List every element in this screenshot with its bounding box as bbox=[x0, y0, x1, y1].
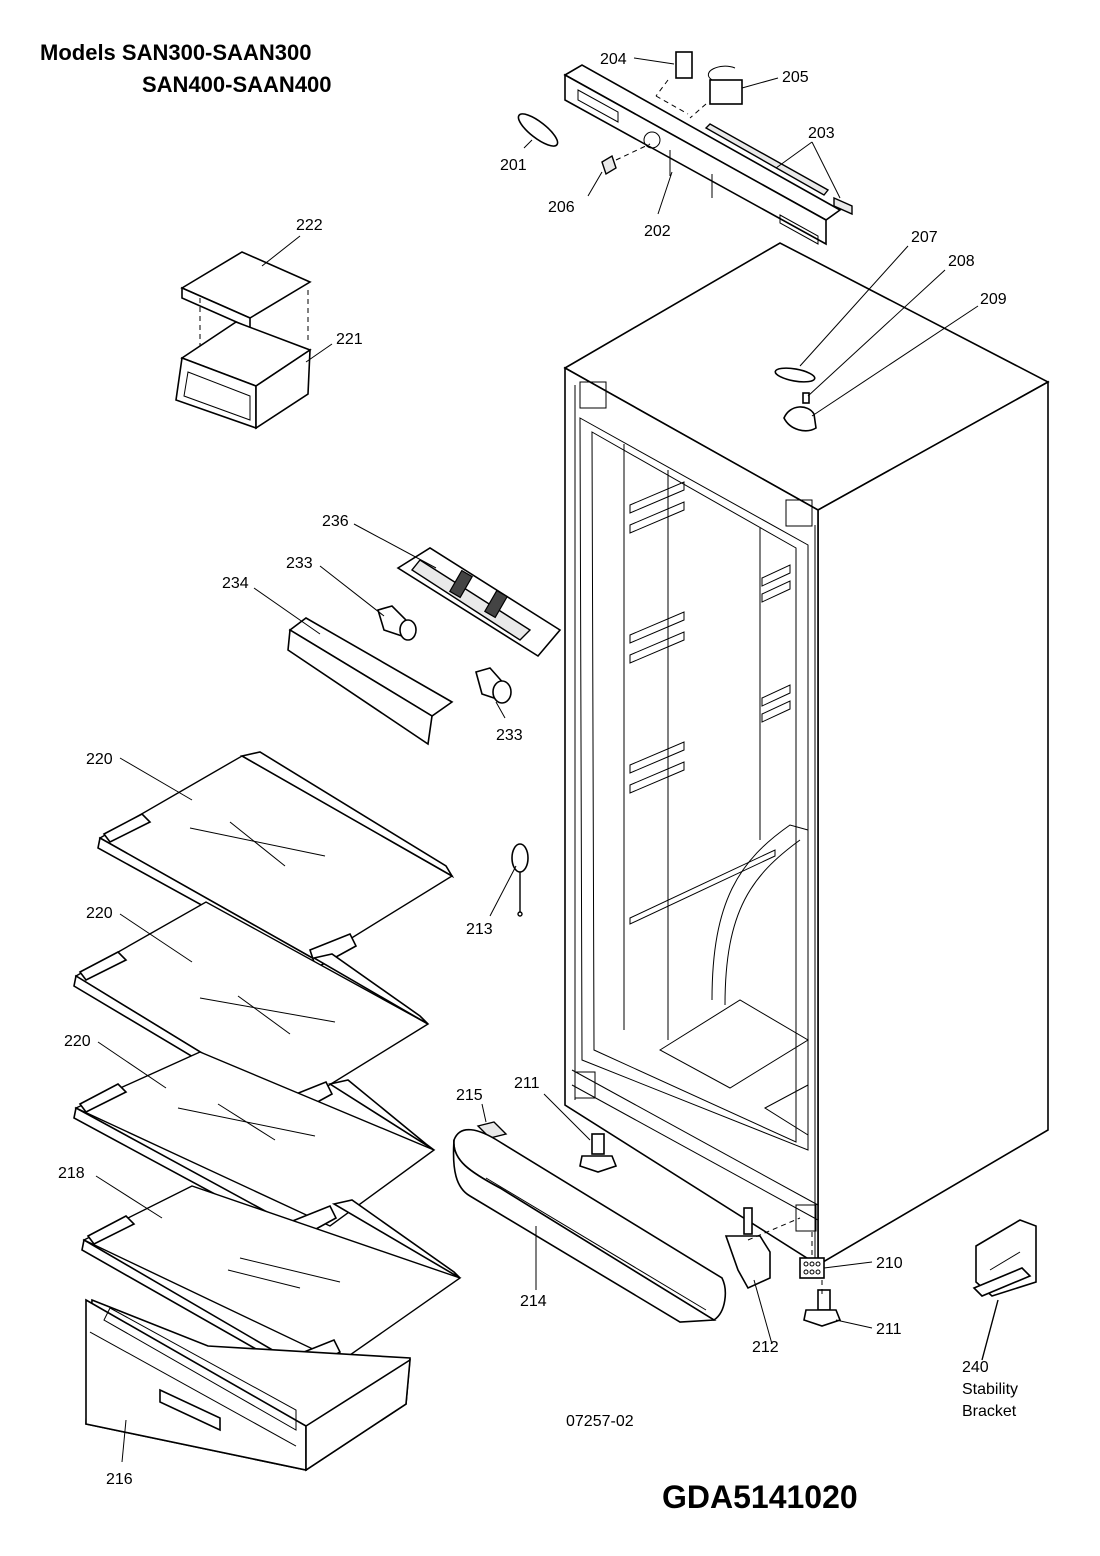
models-title-line2: SAN400-SAAN400 bbox=[142, 72, 332, 97]
part-207-plug bbox=[774, 367, 816, 383]
part-216-crisper-drawer bbox=[85, 1298, 411, 1472]
part-222-freezer-lid bbox=[180, 251, 312, 330]
callout-204: 204 bbox=[600, 51, 627, 68]
callout-210: 210 bbox=[876, 1255, 903, 1272]
part-203-light-lens bbox=[704, 123, 853, 216]
callout-201: 201 bbox=[500, 157, 527, 174]
bracket-label-line1: Stability bbox=[962, 1381, 1018, 1398]
callout-216: 216 bbox=[106, 1471, 133, 1488]
callout-221: 221 bbox=[336, 331, 363, 348]
part-221-freezer-box bbox=[175, 321, 312, 430]
part-234-light-shield bbox=[287, 617, 454, 746]
callout-214: 214 bbox=[520, 1293, 547, 1310]
part-233-bulb-lower bbox=[475, 667, 512, 704]
callout-205: 205 bbox=[782, 69, 809, 86]
callout-206: 206 bbox=[548, 199, 575, 216]
part-204-switch bbox=[655, 51, 693, 115]
part-213-bulb-socket bbox=[511, 843, 529, 917]
callout-212: 212 bbox=[752, 1339, 779, 1356]
callout-203: 203 bbox=[808, 125, 835, 142]
callout-202: 202 bbox=[644, 223, 671, 240]
leader-lines bbox=[95, 57, 999, 1463]
part-211-leveling-leg-rear bbox=[803, 1289, 842, 1327]
callout-234: 234 bbox=[222, 575, 249, 592]
callout-218: 218 bbox=[58, 1165, 85, 1182]
part-210-shim bbox=[799, 1232, 825, 1296]
models-title-line1: Models SAN300-SAAN300 bbox=[40, 40, 311, 65]
part-206-knob bbox=[601, 143, 651, 176]
part-236-light-housing bbox=[396, 547, 562, 658]
callout-236: 236 bbox=[322, 513, 349, 530]
callout-211-rear: 211 bbox=[876, 1321, 902, 1338]
callout-233-upper: 233 bbox=[286, 555, 313, 572]
callout-209: 209 bbox=[980, 291, 1007, 308]
cabinet bbox=[563, 242, 1050, 1267]
part-240-stability-bracket bbox=[972, 1219, 1037, 1297]
callout-222: 222 bbox=[296, 217, 323, 234]
bracket-label-line2: Bracket bbox=[962, 1403, 1017, 1420]
part-202-control-housing bbox=[563, 64, 842, 246]
callout-220-lower: 220 bbox=[64, 1033, 91, 1050]
part-211-leveling-leg-front bbox=[579, 1133, 618, 1173]
callout-213: 213 bbox=[466, 921, 493, 938]
drawing-number: 07257-02 bbox=[566, 1413, 634, 1430]
callout-207: 207 bbox=[911, 229, 938, 246]
part-214-base-grille bbox=[452, 1128, 727, 1323]
document-code: GDA5141020 bbox=[662, 1479, 858, 1515]
part-212-bottom-hinge bbox=[724, 1207, 801, 1290]
callout-240: 240 bbox=[962, 1359, 989, 1376]
part-233-bulb-upper bbox=[377, 605, 417, 641]
callout-208: 208 bbox=[948, 253, 975, 270]
callout-220-top: 220 bbox=[86, 751, 113, 768]
part-208-screw bbox=[802, 392, 810, 404]
part-209-top-hinge bbox=[783, 406, 817, 432]
part-218-crisper-cover bbox=[81, 1185, 462, 1376]
callout-215: 215 bbox=[456, 1087, 483, 1104]
part-201-knob-cover bbox=[517, 113, 559, 147]
callout-220-middle: 220 bbox=[86, 905, 113, 922]
callout-211-front: 211 bbox=[514, 1075, 540, 1092]
door-shelf-supports bbox=[629, 481, 791, 794]
callout-233-lower: 233 bbox=[496, 727, 523, 744]
part-205-thermostat bbox=[689, 65, 743, 119]
